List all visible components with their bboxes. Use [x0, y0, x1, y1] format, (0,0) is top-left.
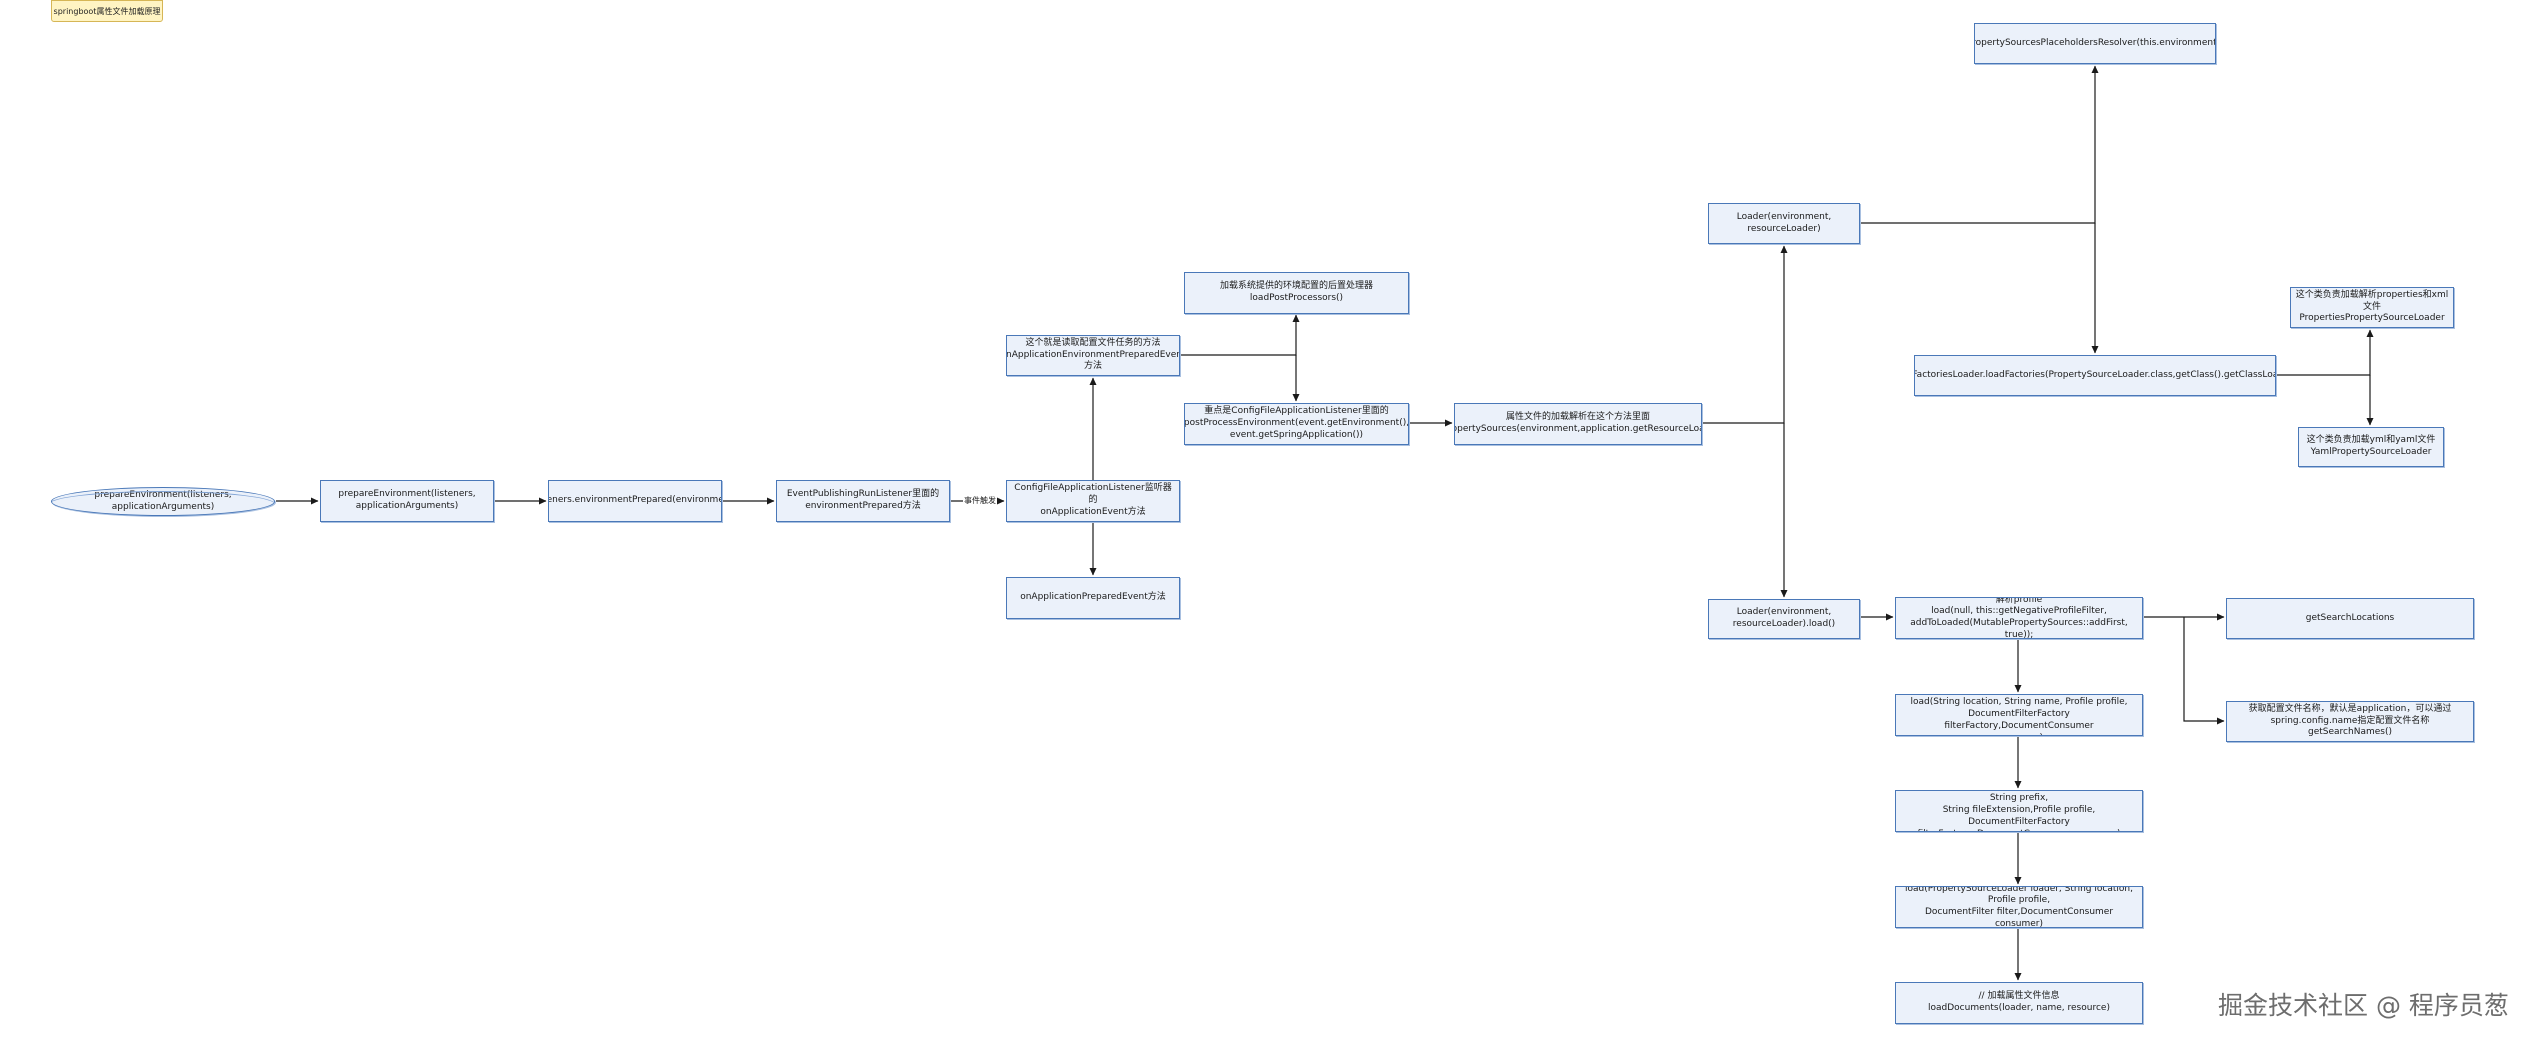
node-get-search-names[interactable]: 获取配置文件名称，默认是application，可以通过 spring.conf… [2226, 701, 2474, 742]
node-label: onApplicationPreparedEvent方法 [1020, 592, 1166, 603]
node-label: Loader(environment, resourceLoader) [1736, 211, 1832, 234]
node-label: 这个就是读取配置文件任务的方法 onApplicationEnvironment… [1006, 337, 1180, 372]
node-parse-profile[interactable]: 解析profile load(null, this::getNegativePr… [1895, 597, 2143, 639]
node-label: listeners.environmentPrepared(environmen… [549, 495, 722, 506]
node-label: load(PropertySourceLoader loader, String… [1905, 886, 2133, 928]
node-prepare-environment-start[interactable]: prepareEnvironment(listeners, applicatio… [51, 487, 275, 516]
node-load-for-file-extension[interactable]: loadForFileExtension(PropertySourceLoade… [1895, 790, 2143, 832]
node-label: // 加载属性文件信息 loadDocuments(loader, name, … [1928, 991, 2110, 1013]
node-label: prepareEnvironment(listeners, applicatio… [338, 489, 476, 511]
node-spring-factories-loader[interactable]: SpringFactoriesLoader.loadFactories(Prop… [1914, 355, 2276, 396]
node-label: getSearchLocations [2305, 612, 2395, 623]
node-listeners-environment-prepared[interactable]: listeners.environmentPrepared(environmen… [548, 480, 722, 522]
edge-envprepared-to-loadpost [1180, 314, 1300, 356]
node-label: PropertySourcesPlaceholdersResolver(this… [1974, 37, 2216, 48]
node-label: 解析profile load(null, this::getNegativePr… [1910, 597, 2128, 639]
node-load-config-file[interactable]: 开始加载配置文件 load(String location, String na… [1895, 694, 2143, 736]
edge-factories-to-properties [2276, 329, 2374, 376]
node-label: 开始加载配置文件 load(String location, String na… [1910, 695, 2128, 735]
node-on-application-prepared-event[interactable]: onApplicationPreparedEvent方法 [1006, 577, 1180, 619]
node-label: ConfigFileApplicationListener监听器的 onAppl… [1014, 483, 1172, 517]
node-label: loadForFileExtension(PropertySourceLoade… [1904, 791, 2134, 831]
node-config-file-application-listener[interactable]: ConfigFileApplicationListener监听器的 onAppl… [1006, 480, 1180, 522]
node-loader-load[interactable]: Loader(environment, resourceLoader).load… [1708, 599, 1860, 639]
node-event-publishing-run-listener[interactable]: EventPublishingRunListener里面的 environmen… [776, 480, 950, 522]
node-label: 获取配置文件名称，默认是application，可以通过 spring.conf… [2248, 703, 2452, 738]
node-label: Loader(environment, resourceLoader).load… [1732, 607, 1836, 629]
node-properties-property-source-loader[interactable]: 这个类负责加载解析properties和xml文件 PropertiesProp… [2290, 287, 2454, 328]
node-label: prepareEnvironment(listeners, applicatio… [94, 489, 232, 512]
node-load-with-loader[interactable]: load(PropertySourceLoader loader, String… [1895, 886, 2143, 928]
edge-addsources-to-loaderctor [1702, 245, 1788, 424]
node-label: 这个类负责加载解析properties和xml文件 PropertiesProp… [2295, 289, 2449, 324]
edge-label-event-trigger: 事件触发 [963, 495, 997, 506]
node-loader-constructor[interactable]: Loader(environment, resourceLoader) [1708, 203, 1860, 244]
node-placeholders-resolver[interactable]: PropertySourcesPlaceholdersResolver(this… [1974, 23, 2216, 64]
node-label: SpringFactoriesLoader.loadFactories(Prop… [1915, 369, 2275, 380]
node-label: 加载系统提供的环境配置的后置处理器 loadPostProcessors() [1219, 281, 1373, 303]
node-add-property-sources[interactable]: 属性文件的加载解析在这个方法里面 addPropertySources(envi… [1454, 403, 1702, 445]
node-load-post-processors[interactable]: 加载系统提供的环境配置的后置处理器 loadPostProcessors() [1184, 272, 1409, 314]
node-label: 属性文件的加载解析在这个方法里面 addPropertySources(envi… [1455, 412, 1701, 434]
node-label: 这个类负责加载yml和yaml文件 YamlPropertySourceLoad… [2306, 435, 2436, 457]
node-label: EventPublishingRunListener里面的 environmen… [786, 489, 940, 511]
node-get-search-locations[interactable]: getSearchLocations [2226, 598, 2474, 639]
node-prepare-environment[interactable]: prepareEnvironment(listeners, applicatio… [320, 480, 494, 522]
node-post-process-environment[interactable]: 重点是ConfigFileApplicationListener里面的 post… [1184, 403, 1409, 445]
node-load-documents[interactable]: // 加载属性文件信息 loadDocuments(loader, name, … [1895, 982, 2143, 1024]
edge-loaderctor-to-resolver [1860, 65, 2099, 224]
node-environment-prepared-event[interactable]: 这个就是读取配置文件任务的方法 onApplicationEnvironment… [1006, 335, 1180, 376]
title-note[interactable]: springboot属性文件加载原理 [51, 0, 163, 22]
node-label: 重点是ConfigFileApplicationListener里面的 post… [1184, 406, 1409, 440]
watermark: 掘金技术社区 @ 程序员葱 [2218, 991, 2509, 1020]
edge-profile-to-names [2183, 617, 2225, 725]
node-yaml-property-source-loader[interactable]: 这个类负责加载yml和yaml文件 YamlPropertySourceLoad… [2298, 427, 2444, 467]
